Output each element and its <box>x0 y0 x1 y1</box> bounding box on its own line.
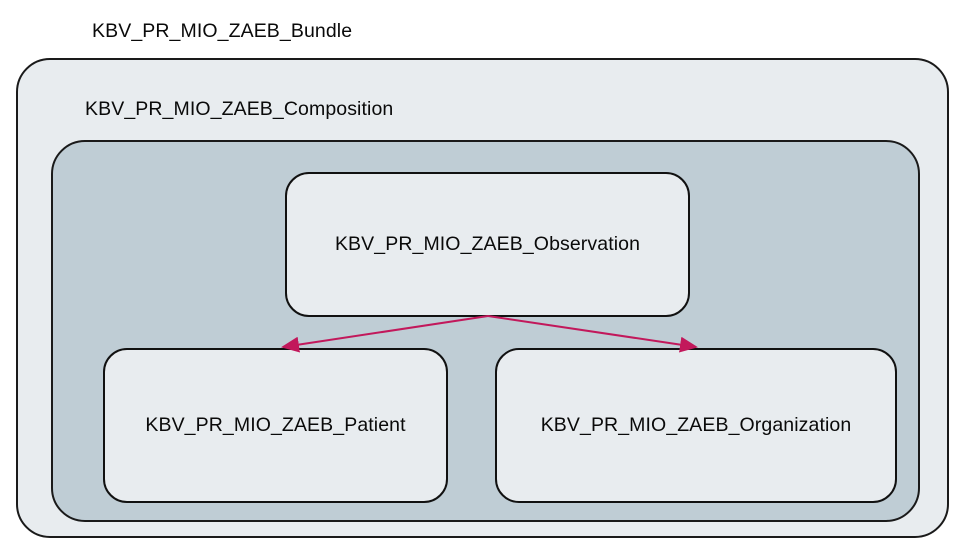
container-composition-label: KBV_PR_MIO_ZAEB_Composition <box>85 98 394 120</box>
node-organization[interactable]: KBV_PR_MIO_ZAEB_Organization <box>495 348 897 503</box>
container-bundle-label: KBV_PR_MIO_ZAEB_Bundle <box>92 20 353 42</box>
node-patient[interactable]: KBV_PR_MIO_ZAEB_Patient <box>103 348 448 503</box>
node-organization-label: KBV_PR_MIO_ZAEB_Organization <box>540 413 852 436</box>
node-patient-label: KBV_PR_MIO_ZAEB_Patient <box>145 413 406 436</box>
node-observation-label: KBV_PR_MIO_ZAEB_Observation <box>334 232 641 255</box>
node-observation[interactable]: KBV_PR_MIO_ZAEB_Observation <box>285 172 690 317</box>
